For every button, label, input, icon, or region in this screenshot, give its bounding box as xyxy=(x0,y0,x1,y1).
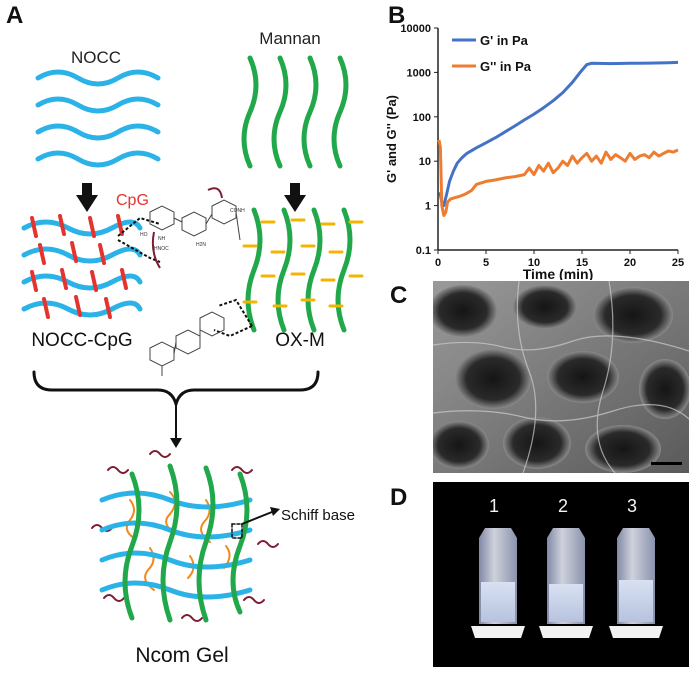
vials-illustration xyxy=(471,528,663,638)
vial-2 xyxy=(539,528,593,638)
nocc-strands xyxy=(35,69,161,168)
y-tick-label: 1 xyxy=(425,201,431,213)
structure-label-hnoc: HNOC xyxy=(154,246,169,252)
cpg-marks xyxy=(30,214,128,319)
y-tick-label: 10000 xyxy=(400,23,431,35)
vial-1 xyxy=(471,528,525,638)
ncom-gel-network xyxy=(91,450,280,623)
panel-label-b: B xyxy=(388,2,406,29)
ox-m-strands xyxy=(245,207,353,333)
structure-label-conh: CONH xyxy=(230,208,245,214)
vial-label-3: 3 xyxy=(627,496,638,516)
y-tick-label: 100 xyxy=(413,112,431,124)
panel-label-d: D xyxy=(390,484,408,511)
x-tick-label: 15 xyxy=(576,257,588,269)
vial-3 xyxy=(609,528,663,638)
combine-brace xyxy=(32,370,320,410)
structure-label-h2n: H2N xyxy=(196,242,206,248)
sem-micrograph xyxy=(433,281,689,473)
x-tick-labels: 0 5 10 15 20 25 xyxy=(435,257,684,269)
vial-photo: 1 2 3 xyxy=(433,482,689,667)
aldehyde-marks xyxy=(242,218,364,308)
x-tick-label: 25 xyxy=(672,257,684,269)
series-line-1 xyxy=(438,60,679,208)
nocc-chemical-structure xyxy=(117,187,241,269)
legend-label-1: G' in Pa xyxy=(480,33,529,48)
arrow-down-icon xyxy=(284,183,306,212)
vial-label-2: 2 xyxy=(558,496,569,516)
y-tick-labels: 0.1 1 10 100 1000 10000 xyxy=(400,23,431,257)
arrow-down-icon xyxy=(170,404,182,448)
series-line-2 xyxy=(437,139,679,217)
schiff-base-label: Schiff base xyxy=(281,507,355,524)
panel-label-c: C xyxy=(390,282,408,309)
vial-label-1: 1 xyxy=(489,496,500,516)
x-axis-label: Time (min) xyxy=(523,266,594,280)
mannan-strands xyxy=(241,55,349,169)
chart-series xyxy=(437,60,679,217)
sem-porous-texture xyxy=(433,281,689,473)
y-tick-label: 10 xyxy=(419,156,431,168)
ox-m-label: OX-M xyxy=(275,330,325,351)
structure-label-nh: NH xyxy=(158,236,166,242)
x-tick-label: 20 xyxy=(624,257,636,269)
ncom-gel-label: Ncom Gel xyxy=(135,644,228,667)
mannan-label: Mannan xyxy=(259,29,320,48)
chart-axes xyxy=(434,27,679,254)
cpg-label: CpG xyxy=(116,192,149,209)
mannan-chemical-structure xyxy=(149,298,253,376)
y-axis-label: G' and G'' (Pa) xyxy=(384,95,399,183)
nocc-cpg-label: NOCC-CpG xyxy=(31,330,132,351)
y-tick-label: 0.1 xyxy=(416,245,431,257)
legend-label-2: G'' in Pa xyxy=(480,59,532,74)
structure-label-ho: HO xyxy=(140,232,148,238)
panel-label-a: A xyxy=(6,2,24,29)
x-tick-label: 10 xyxy=(528,257,540,269)
schematic-diagram: NOCC Mannan CpG NOCC-CpG xyxy=(21,29,364,667)
scale-bar xyxy=(651,462,682,465)
rheology-chart: 0.1 1 10 100 1000 10000 0 5 10 15 20 25 Time (min)… xyxy=(384,23,684,280)
y-tick-label: 1000 xyxy=(407,67,431,79)
x-tick-label: 0 xyxy=(435,257,441,269)
arrow-down-icon xyxy=(76,183,98,212)
x-tick-label: 5 xyxy=(483,257,489,269)
nocc-label: NOCC xyxy=(71,48,121,67)
chart-legend: G' in Pa G'' in Pa xyxy=(452,33,532,74)
